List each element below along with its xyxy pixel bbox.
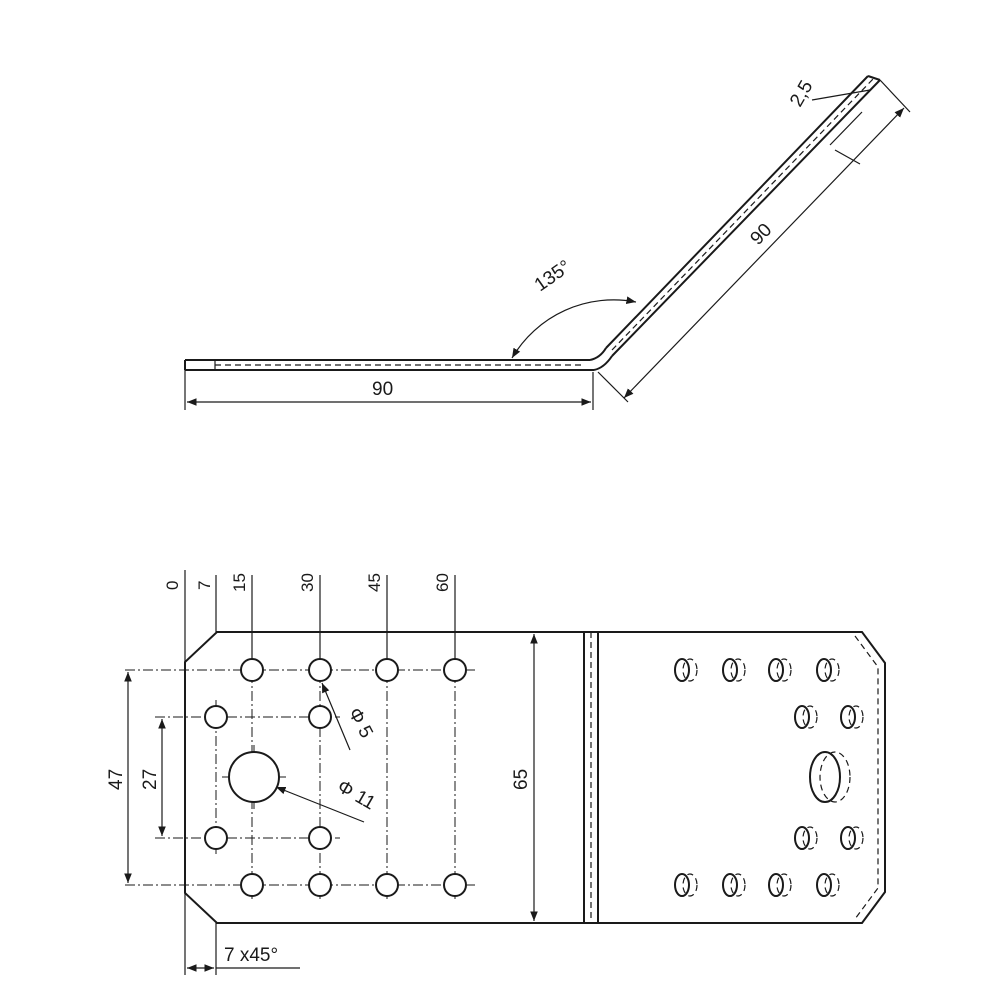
hole <box>375 658 399 682</box>
x-pos-45: 45 <box>365 573 384 592</box>
leader-small-hole <box>321 682 351 751</box>
dim-text-large-hole: Φ 11 <box>334 776 379 814</box>
left-hole-pattern <box>204 658 467 897</box>
hole <box>240 873 264 897</box>
x-pos-30: 30 <box>298 573 317 592</box>
hole <box>308 826 332 850</box>
dim-text-left-flange: 90 <box>372 379 393 400</box>
side-view-right-hidden-line <box>611 77 875 351</box>
dim-line-thickness <box>811 89 871 101</box>
x-pos-60: 60 <box>433 573 452 592</box>
hole <box>204 705 228 729</box>
hole <box>204 826 228 850</box>
plan-view-outline <box>184 631 886 924</box>
hole <box>443 658 467 682</box>
hole <box>375 873 399 897</box>
side-view: 90 90 2,5 135° <box>184 75 911 410</box>
side-view-left-flange <box>184 359 594 371</box>
x-pos-7: 7 <box>195 581 214 590</box>
dim-line-right-flange <box>623 107 905 399</box>
large-hole <box>228 751 280 803</box>
x-pos-0: 0 <box>163 581 182 590</box>
hole <box>443 873 467 897</box>
dim-arc-angle <box>511 296 637 359</box>
dim-text-chamfer: 7 x45° <box>224 945 278 966</box>
dim-text-angle: 135° <box>531 256 575 296</box>
right-hole-pattern <box>674 658 864 897</box>
dim-text-47: 47 <box>106 769 127 790</box>
hole <box>308 873 332 897</box>
hole <box>240 658 264 682</box>
hole <box>308 705 332 729</box>
dim-text-small-hole: Φ 5 <box>344 704 377 741</box>
leader-large-hole <box>275 786 365 823</box>
dim-text-27: 27 <box>140 769 161 790</box>
dim-text-65: 65 <box>511 769 532 790</box>
x-pos-15: 15 <box>230 573 249 592</box>
dim-text-thickness: 2,5 <box>786 77 817 110</box>
hole <box>308 658 332 682</box>
plan-view: 0 7 15 30 45 60 <box>106 570 886 975</box>
